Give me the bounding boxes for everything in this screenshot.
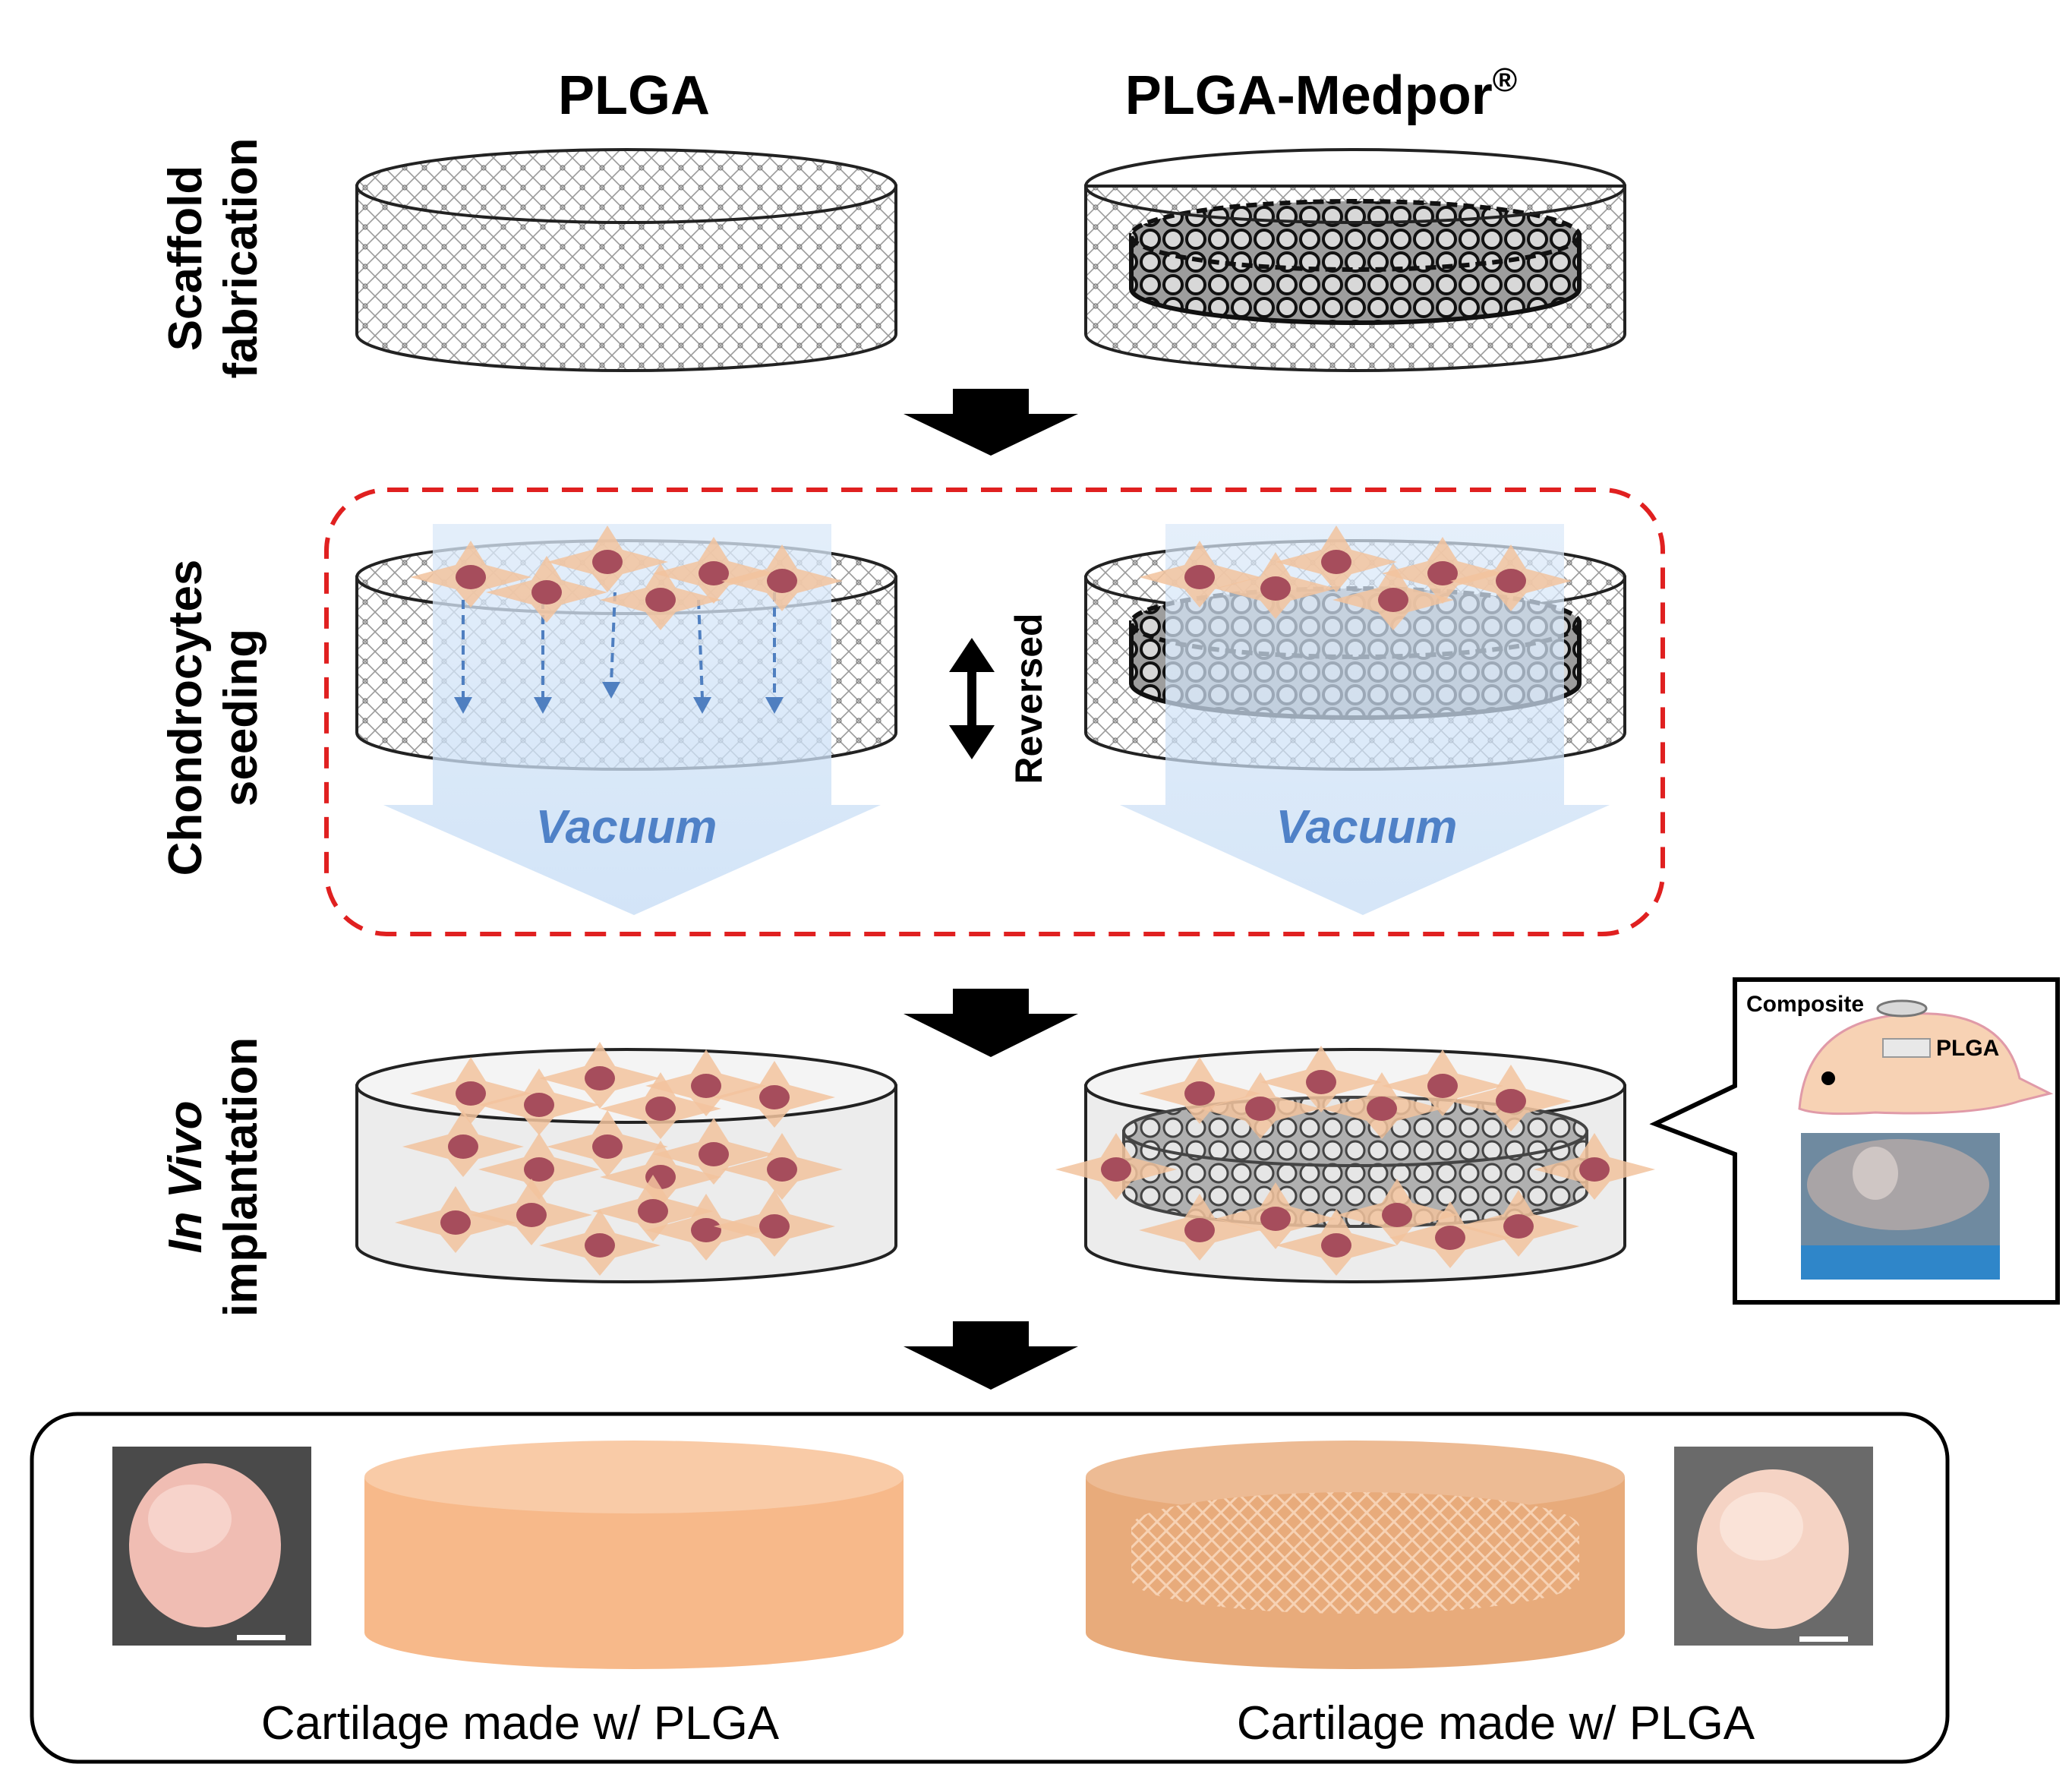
row-label-scaffold-2: fabrication xyxy=(215,138,267,379)
cartilage-photo-right xyxy=(1674,1447,1873,1646)
implant-inset: Composite PLGA xyxy=(1649,977,2060,1305)
cartilage-plga xyxy=(364,1441,904,1669)
reversed-label: Reversed xyxy=(1008,613,1050,784)
implant-plga-medpor xyxy=(1055,1046,1655,1283)
vacuum-arrow-left xyxy=(383,524,881,915)
plga-scaffold xyxy=(355,148,897,372)
inset-label-plga: PLGA xyxy=(1936,1036,1999,1061)
row-label-seeding-1: Chondrocytes xyxy=(159,560,212,876)
down-arrow-icon xyxy=(904,1321,1078,1390)
cartilage-plga-medpor xyxy=(1086,1441,1625,1669)
cartilage-photo-left xyxy=(112,1447,311,1646)
row-label-scaffold-1: Scaffold xyxy=(159,166,212,352)
vacuum-arrow-right xyxy=(1120,524,1610,915)
caption-left: Cartilage made w/ PLGA xyxy=(261,1697,780,1750)
row-label-seeding-2: seeding xyxy=(215,629,267,806)
column-header-plga-medpor: PLGA-Medpor® xyxy=(1125,62,1517,126)
inset-label-composite: Composite xyxy=(1746,992,1864,1017)
seeding-dashed-box xyxy=(324,488,1665,936)
row-label-implantation: implantation xyxy=(215,1037,267,1318)
plga-medpor-scaffold xyxy=(1084,148,1626,372)
vacuum-label-left: Vacuum xyxy=(536,801,717,854)
seeding-plga-medpor: Vacuum xyxy=(1084,524,1626,915)
down-arrow-icon xyxy=(904,389,1078,456)
implant-plga xyxy=(355,1042,897,1283)
mouse-illustration xyxy=(1798,1012,2054,1116)
row-label-invivo: In Vivo xyxy=(159,1101,212,1254)
double-arrow-icon xyxy=(949,638,995,759)
down-arrow-icon xyxy=(904,989,1078,1057)
caption-right: Cartilage made w/ PLGA xyxy=(1237,1697,1755,1750)
seeding-plga: Vacuum xyxy=(355,524,897,915)
vacuum-label-right: Vacuum xyxy=(1276,801,1458,854)
column-header-plga: PLGA xyxy=(558,65,710,126)
